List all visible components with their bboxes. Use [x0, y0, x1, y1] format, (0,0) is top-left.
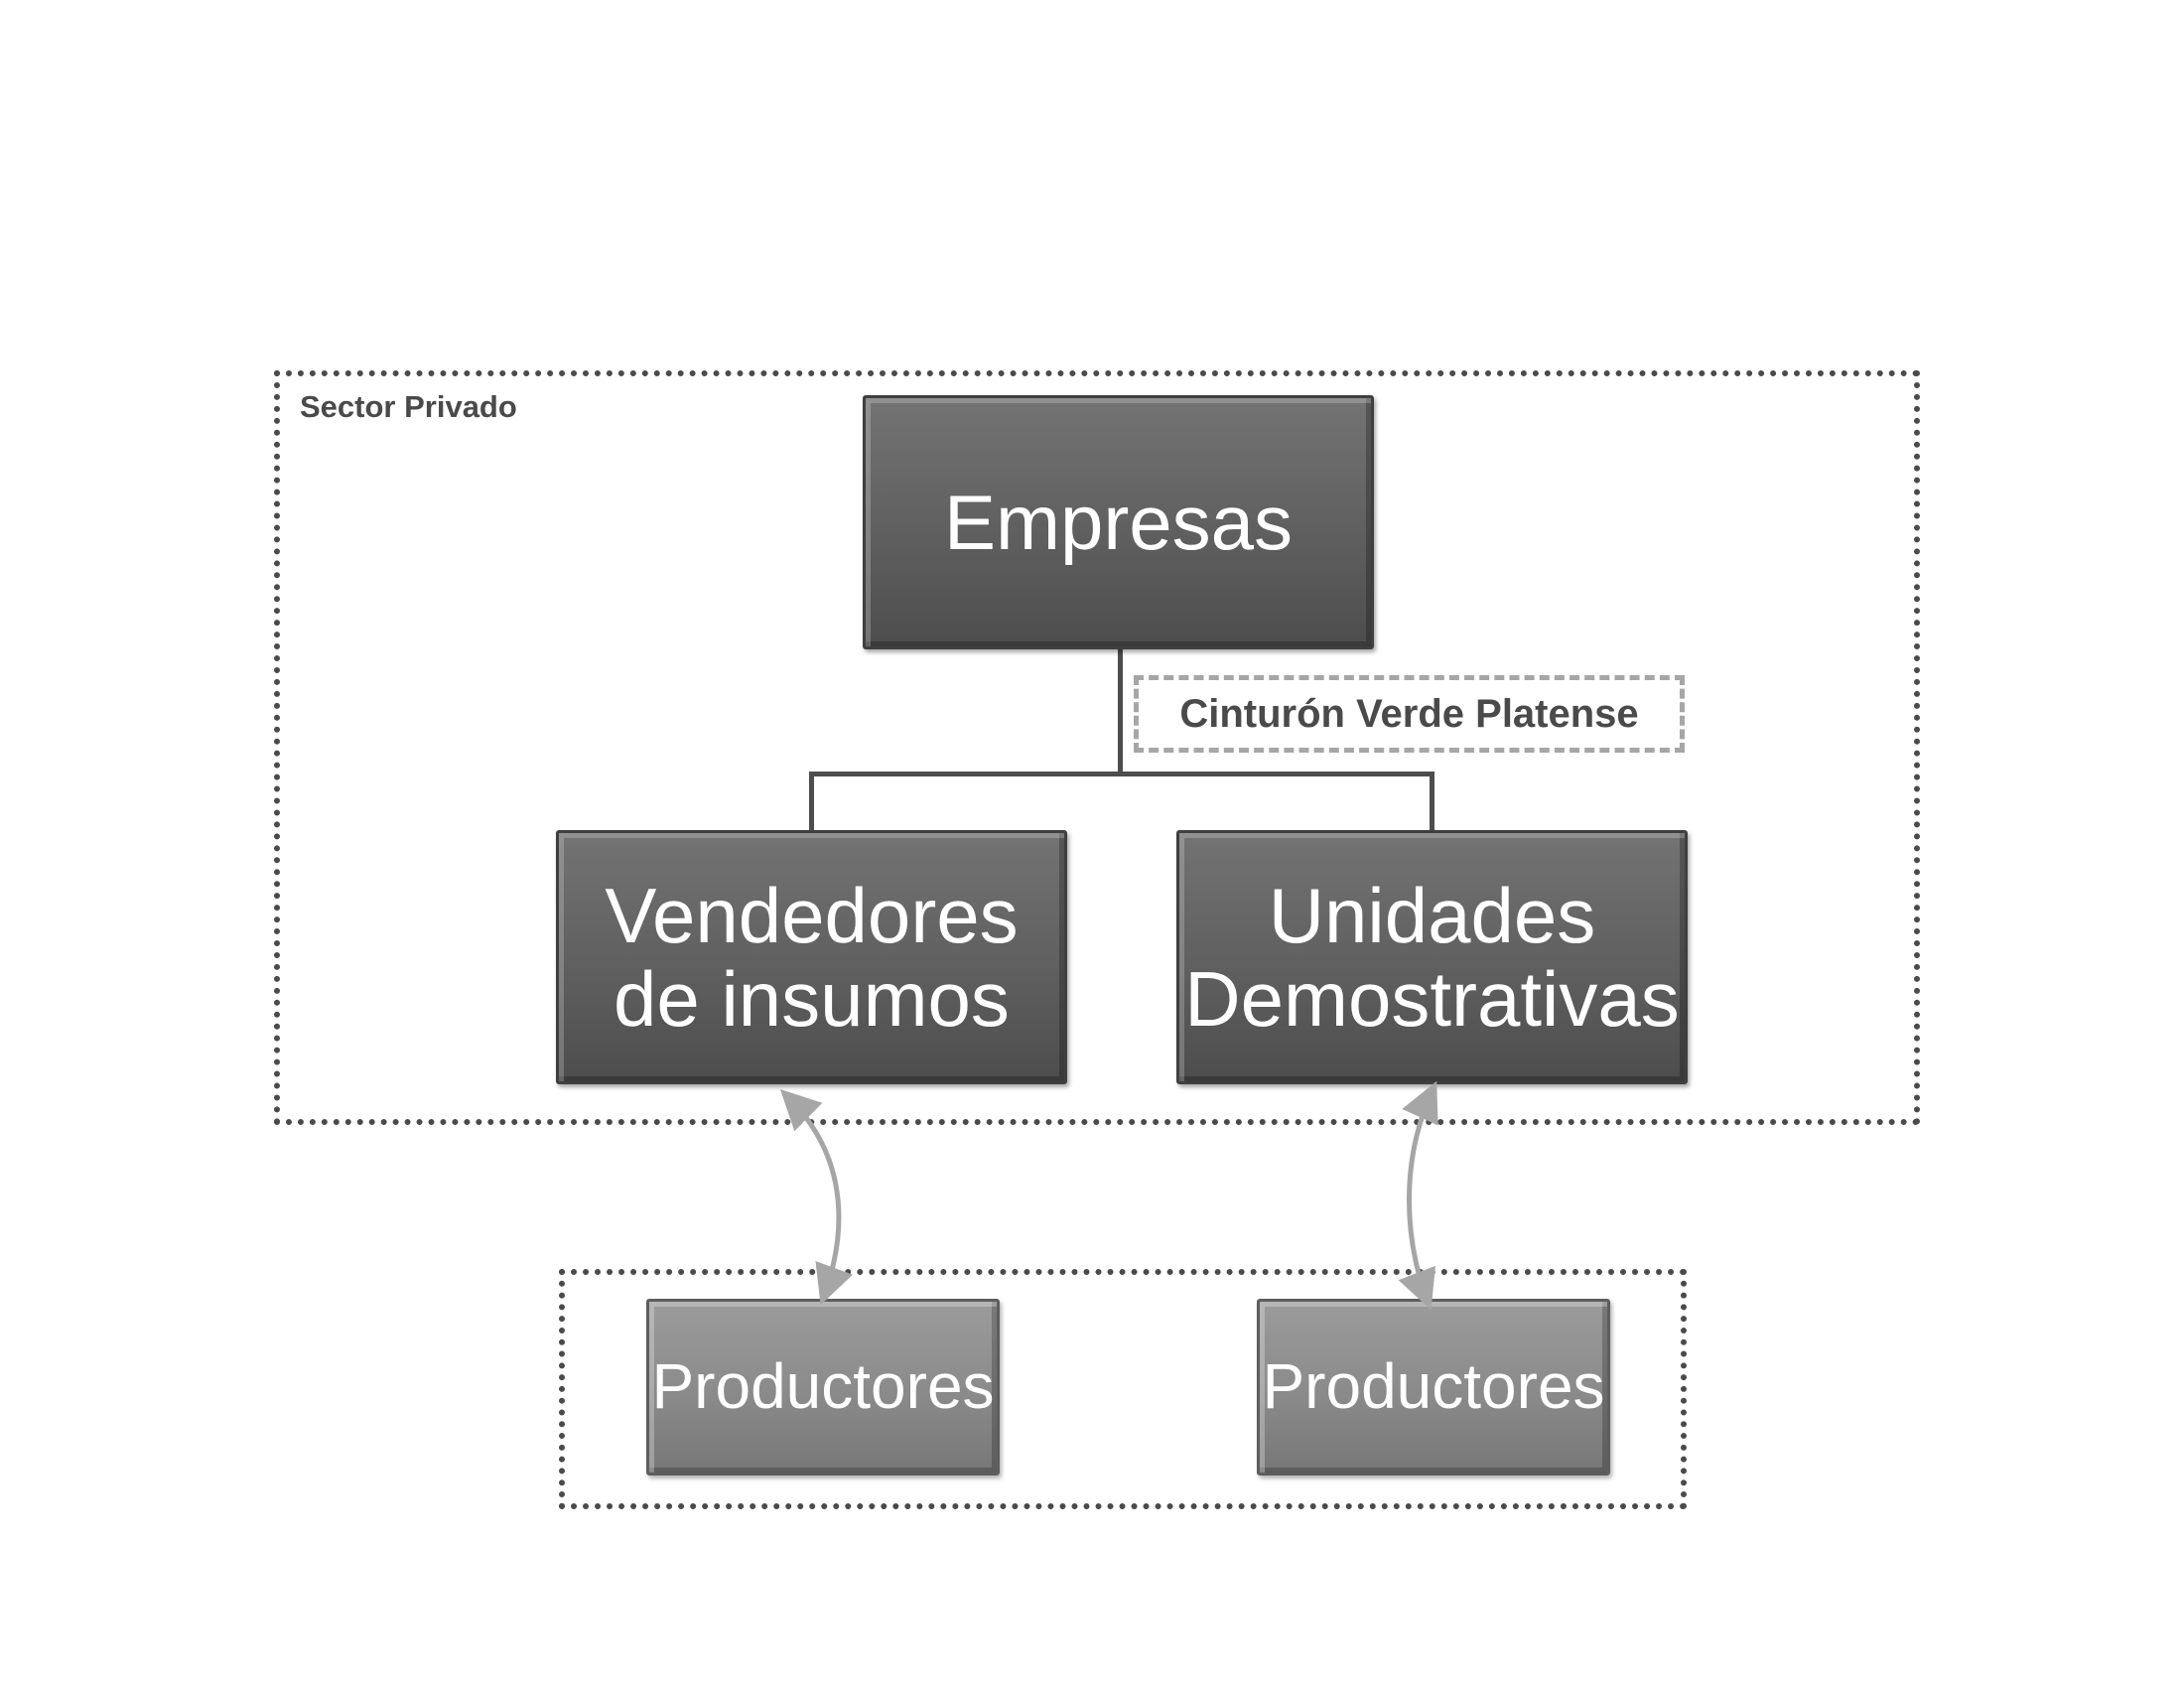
program-label: Cinturón Verde Platense: [1179, 691, 1639, 736]
connector-horizontal: [809, 772, 1434, 776]
node-productores-left-label: Productores: [651, 1350, 995, 1423]
node-productores-left: Productores: [646, 1299, 1000, 1476]
node-vendedores-de-insumos: Vendedores de insumos: [556, 830, 1067, 1084]
node-unidades-line1: Unidades: [1268, 871, 1596, 959]
connector-to-vendedores: [809, 772, 814, 832]
node-vendedores-line1: Vendedores: [605, 871, 1019, 959]
program-label-box: Cinturón Verde Platense: [1134, 675, 1685, 753]
private-sector-group: [274, 370, 1920, 1125]
node-unidades-line2: Demostrativas: [1184, 955, 1680, 1043]
node-vendedores-line2: de insumos: [614, 955, 1010, 1043]
node-productores-right-label: Productores: [1262, 1350, 1605, 1423]
node-empresas-label: Empresas: [943, 478, 1294, 566]
connector-empresas-down: [1118, 647, 1123, 776]
node-empresas: Empresas: [863, 395, 1374, 649]
bidirectional-arrow-vendedores-productores: [779, 1088, 854, 1306]
producers-group: [559, 1269, 1687, 1509]
connector-to-unidades: [1430, 772, 1434, 832]
node-unidades-demostrativas: Unidades Demostrativas: [1176, 830, 1688, 1084]
private-sector-label: Sector Privado: [300, 389, 517, 424]
node-productores-right: Productores: [1257, 1299, 1610, 1476]
bidirectional-arrow-unidades-productores: [1398, 1080, 1438, 1311]
